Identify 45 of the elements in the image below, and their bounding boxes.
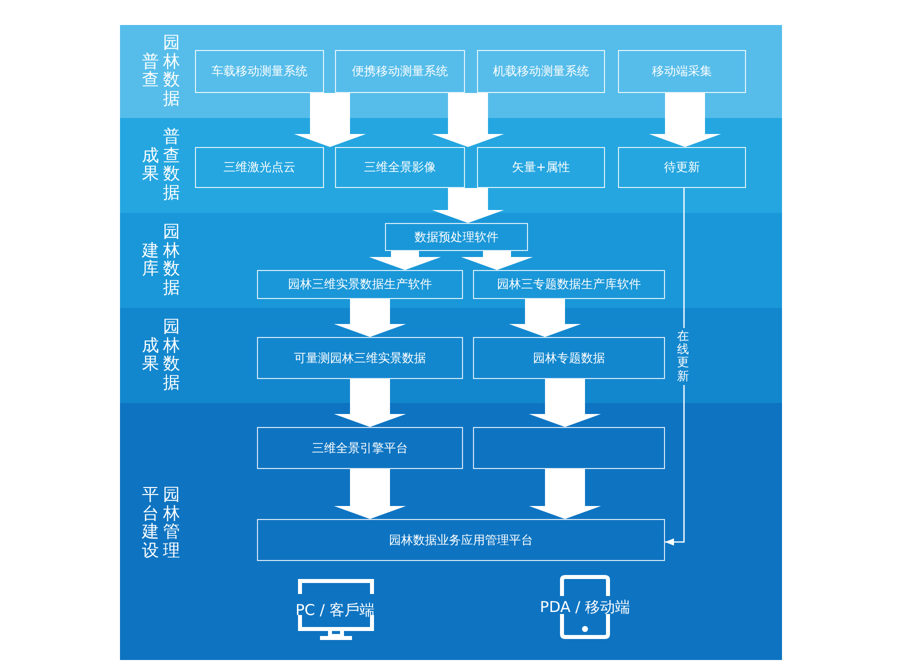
process-box: 机载移动测量系统 [477,50,605,93]
stage-label: 平台建设 [142,486,159,561]
stage-label: 普查数据 [163,128,180,203]
block-arrow [334,469,406,519]
block-arrow [432,188,504,223]
process-box: 园林三专题数据生产库软件 [473,270,665,299]
stage-label: 成果 [142,146,159,184]
stage-label: 园林数据 [163,34,180,109]
process-box: 园林专题数据 [473,337,665,379]
process-box: 便携移动测量系统 [335,50,465,93]
stage-label: 建库 [142,242,159,280]
empty-box [473,427,665,469]
block-arrow [529,379,601,427]
block-arrow [334,299,406,337]
process-box: 移动端采集 [618,50,746,93]
stage-label: 园林数据 [163,318,180,393]
block-arrow [432,93,504,147]
block-arrow [334,379,406,427]
process-box: 三维全景引擎平台 [257,427,463,469]
process-box: 矢量+属性 [477,147,605,188]
stage-label: 园林管理 [163,486,180,561]
block-arrow [369,251,441,270]
process-box: 园林数据业务应用管理平台 [257,519,665,561]
stage-label: 普查 [142,52,159,90]
block-arrow [461,251,533,270]
process-box: 车载移动测量系统 [195,50,324,93]
stage-label: 成果 [142,336,159,374]
process-box: 可量测园林三维实景数据 [257,337,463,379]
process-box: 数据预处理软件 [385,223,528,251]
edge-label: 在线更新 [677,328,689,385]
stage-band [120,403,782,660]
block-arrow [294,93,366,147]
stage-label: 园林数据 [163,223,180,298]
stage-band [120,25,782,118]
process-box: 待更新 [618,147,746,188]
device-label: PDA / 移动端 [540,598,630,616]
stage-band [120,213,782,308]
block-arrow [509,299,581,337]
stage-band [120,118,782,213]
stage-band [120,308,782,403]
process-box: 三维激光点云 [195,147,324,188]
block-arrow [529,469,601,519]
process-box: 三维全景影像 [335,147,465,188]
process-box: 园林三维实景数据生产软件 [257,270,463,299]
block-arrow [649,93,721,147]
